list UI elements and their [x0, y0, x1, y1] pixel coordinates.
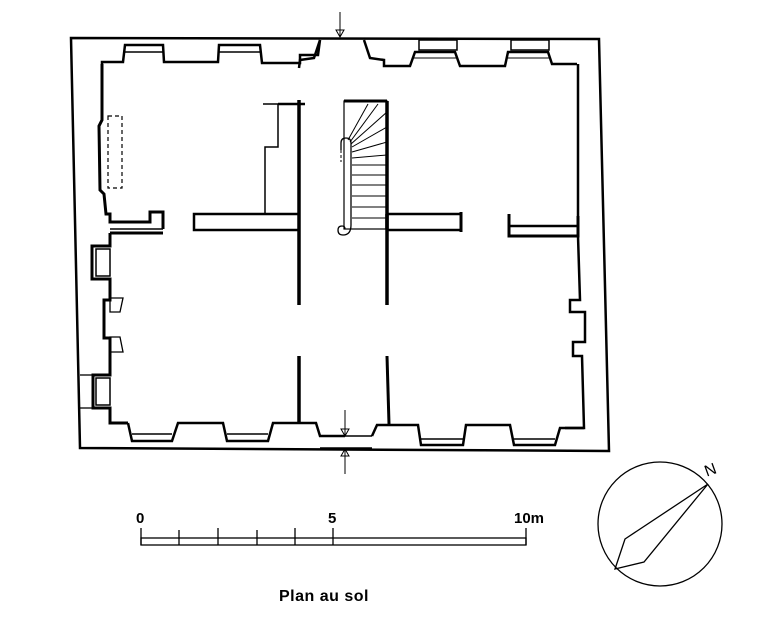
scale-bar [140, 528, 527, 546]
left-inner-wall [80, 64, 165, 425]
interior-walls [110, 64, 587, 430]
outer-wall [69, 36, 611, 453]
scale-label-0: 0 [136, 510, 145, 527]
bottom-facade [126, 421, 584, 449]
section-marker-top [335, 12, 345, 39]
drawing-title: Plan au sol [279, 588, 369, 605]
section-marker-bottom [340, 410, 350, 474]
scale-label-10m: 10m [514, 510, 545, 527]
scale-label-5: 5 [328, 510, 337, 527]
staircase [337, 99, 389, 236]
north-arrow-icon [597, 461, 723, 587]
top-facade [100, 39, 577, 69]
